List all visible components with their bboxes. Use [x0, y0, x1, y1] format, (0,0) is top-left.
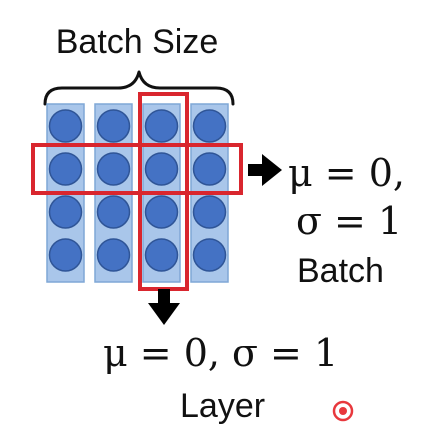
neuron-node — [192, 109, 227, 143]
neuron-node — [192, 238, 227, 272]
layer-arrow-down-icon — [148, 289, 180, 325]
neuron-node — [48, 152, 83, 186]
neuron-node — [48, 238, 83, 272]
neuron-node — [96, 238, 131, 272]
neuron-node — [192, 152, 227, 186]
neuron-node — [144, 152, 179, 186]
batch-size-title: Batch Size — [56, 23, 219, 61]
batch-sigma-equation: σ = 1 — [296, 199, 402, 243]
neuron-node — [144, 109, 179, 143]
cursor-indicator-icon — [332, 400, 354, 422]
layer-equation: μ = 0, σ = 1 — [103, 331, 338, 375]
neuron-node — [96, 109, 131, 143]
neuron-node — [144, 238, 179, 272]
neuron-node — [48, 195, 83, 229]
batch-mu-equation: μ = 0, — [288, 151, 405, 195]
batch-arrow-right-icon — [248, 154, 282, 186]
layer-label: Layer — [180, 387, 265, 425]
neuron-node — [48, 109, 83, 143]
batch-label: Batch — [297, 252, 384, 290]
neuron-node — [144, 195, 179, 229]
batch-row-highlight — [31, 143, 243, 195]
batch-brace — [43, 70, 235, 106]
neuron-node — [96, 152, 131, 186]
neuron-node — [192, 195, 227, 229]
neuron-node — [96, 195, 131, 229]
